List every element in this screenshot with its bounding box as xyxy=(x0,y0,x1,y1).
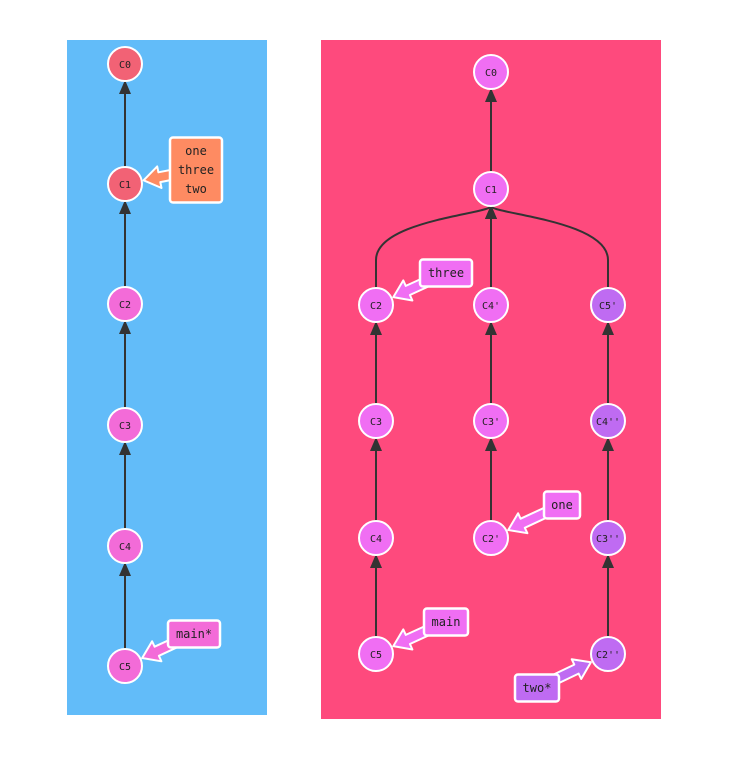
commit-circle xyxy=(473,171,509,207)
branch-label-box xyxy=(422,607,470,637)
commit-node-left-c2[interactable]: C2 xyxy=(107,286,143,322)
commit-circle xyxy=(358,520,394,556)
branch-name-text: main xyxy=(432,615,461,629)
commit-id-label: C2 xyxy=(370,301,382,312)
commit-id-label: C3'' xyxy=(596,534,620,545)
commit-node-right-c5p[interactable]: C5' xyxy=(590,287,626,323)
commit-node-left-c0[interactable]: C0 xyxy=(107,46,143,82)
commit-circle xyxy=(107,286,143,322)
commit-id-label: C2 xyxy=(119,300,131,311)
branch-name-text: two* xyxy=(523,681,552,695)
commit-id-label: C3 xyxy=(119,421,131,432)
commit-id-label: C2' xyxy=(482,534,500,545)
branch-name-text: main* xyxy=(176,627,212,641)
commit-node-right-c5[interactable]: C5 xyxy=(358,636,394,672)
commit-id-label: C5 xyxy=(119,662,131,673)
commit-circle xyxy=(358,403,394,439)
branch-label-left-one-three-two[interactable]: one three two xyxy=(142,136,224,204)
branch-label-right-two[interactable]: two* xyxy=(513,658,592,703)
branch-name-text: two xyxy=(185,182,207,196)
commit-node-right-c2[interactable]: C2 xyxy=(358,287,394,323)
commit-id-label: C5 xyxy=(370,650,382,661)
commit-id-label: C0 xyxy=(119,60,131,71)
commit-circle xyxy=(358,636,394,672)
commit-node-right-c2pp[interactable]: C2'' xyxy=(590,636,626,672)
branch-label-right-one[interactable]: one xyxy=(507,490,582,535)
commit-id-label: C4 xyxy=(370,534,382,545)
branch-label-box xyxy=(513,673,561,703)
commit-node-right-c4pp[interactable]: C4'' xyxy=(590,403,626,439)
commit-node-right-c4p[interactable]: C4' xyxy=(473,287,509,323)
branch-label-right-main[interactable]: main xyxy=(392,607,470,651)
left-graph-panel xyxy=(67,40,267,715)
commit-circle xyxy=(358,287,394,323)
commit-circle xyxy=(107,166,143,202)
commit-node-right-c3[interactable]: C3 xyxy=(358,403,394,439)
commit-node-left-c5[interactable]: C5 xyxy=(107,648,143,684)
edge-right-c5p-to-c1 xyxy=(485,205,609,288)
commit-id-label: C5' xyxy=(599,301,617,312)
commit-id-label: C4'' xyxy=(596,417,620,428)
commit-circle xyxy=(590,636,626,672)
commit-circle xyxy=(107,407,143,443)
commit-circle xyxy=(107,46,143,82)
branch-label-box xyxy=(542,490,582,520)
branch-label-box xyxy=(418,258,474,288)
branch-name-text: three xyxy=(178,163,214,177)
commit-node-left-c3[interactable]: C3 xyxy=(107,407,143,443)
commit-id-label: C3 xyxy=(370,417,382,428)
commit-circle xyxy=(107,528,143,564)
commit-edges xyxy=(119,80,614,649)
commit-id-label: C3' xyxy=(482,417,500,428)
commit-circle xyxy=(590,403,626,439)
commit-node-right-c3p[interactable]: C3' xyxy=(473,403,509,439)
commit-circle xyxy=(473,54,509,90)
branch-name-text: one xyxy=(551,498,573,512)
commit-id-label: C4 xyxy=(119,542,131,553)
commit-node-left-c1[interactable]: C1 xyxy=(107,166,143,202)
commit-node-right-c2p[interactable]: C2' xyxy=(473,520,509,556)
commit-node-right-c4[interactable]: C4 xyxy=(358,520,394,556)
branch-label-right-three[interactable]: three xyxy=(392,258,474,302)
commit-id-label: C0 xyxy=(485,68,497,79)
branch-label-box xyxy=(166,619,222,649)
commit-id-label: C4' xyxy=(482,301,500,312)
commit-circle xyxy=(473,287,509,323)
commit-circle xyxy=(473,520,509,556)
branch-name-text: one xyxy=(185,144,207,158)
commit-node-right-c3pp[interactable]: C3'' xyxy=(590,520,626,556)
branch-name-text: three xyxy=(428,266,464,280)
branch-label-box xyxy=(168,136,224,204)
commit-circle xyxy=(590,520,626,556)
branch-label-left-main[interactable]: main* xyxy=(141,619,222,663)
commit-circle xyxy=(590,287,626,323)
commit-node-right-c1[interactable]: C1 xyxy=(473,171,509,207)
commit-node-left-c4[interactable]: C4 xyxy=(107,528,143,564)
commit-node-right-c0[interactable]: C0 xyxy=(473,54,509,90)
commit-id-label: C1 xyxy=(485,185,497,196)
commit-id-label: C2'' xyxy=(596,650,620,661)
commit-circle xyxy=(107,648,143,684)
commit-circle xyxy=(473,403,509,439)
branch-labels: one three two main* three one main two* xyxy=(141,136,592,703)
commit-id-label: C1 xyxy=(119,180,131,191)
